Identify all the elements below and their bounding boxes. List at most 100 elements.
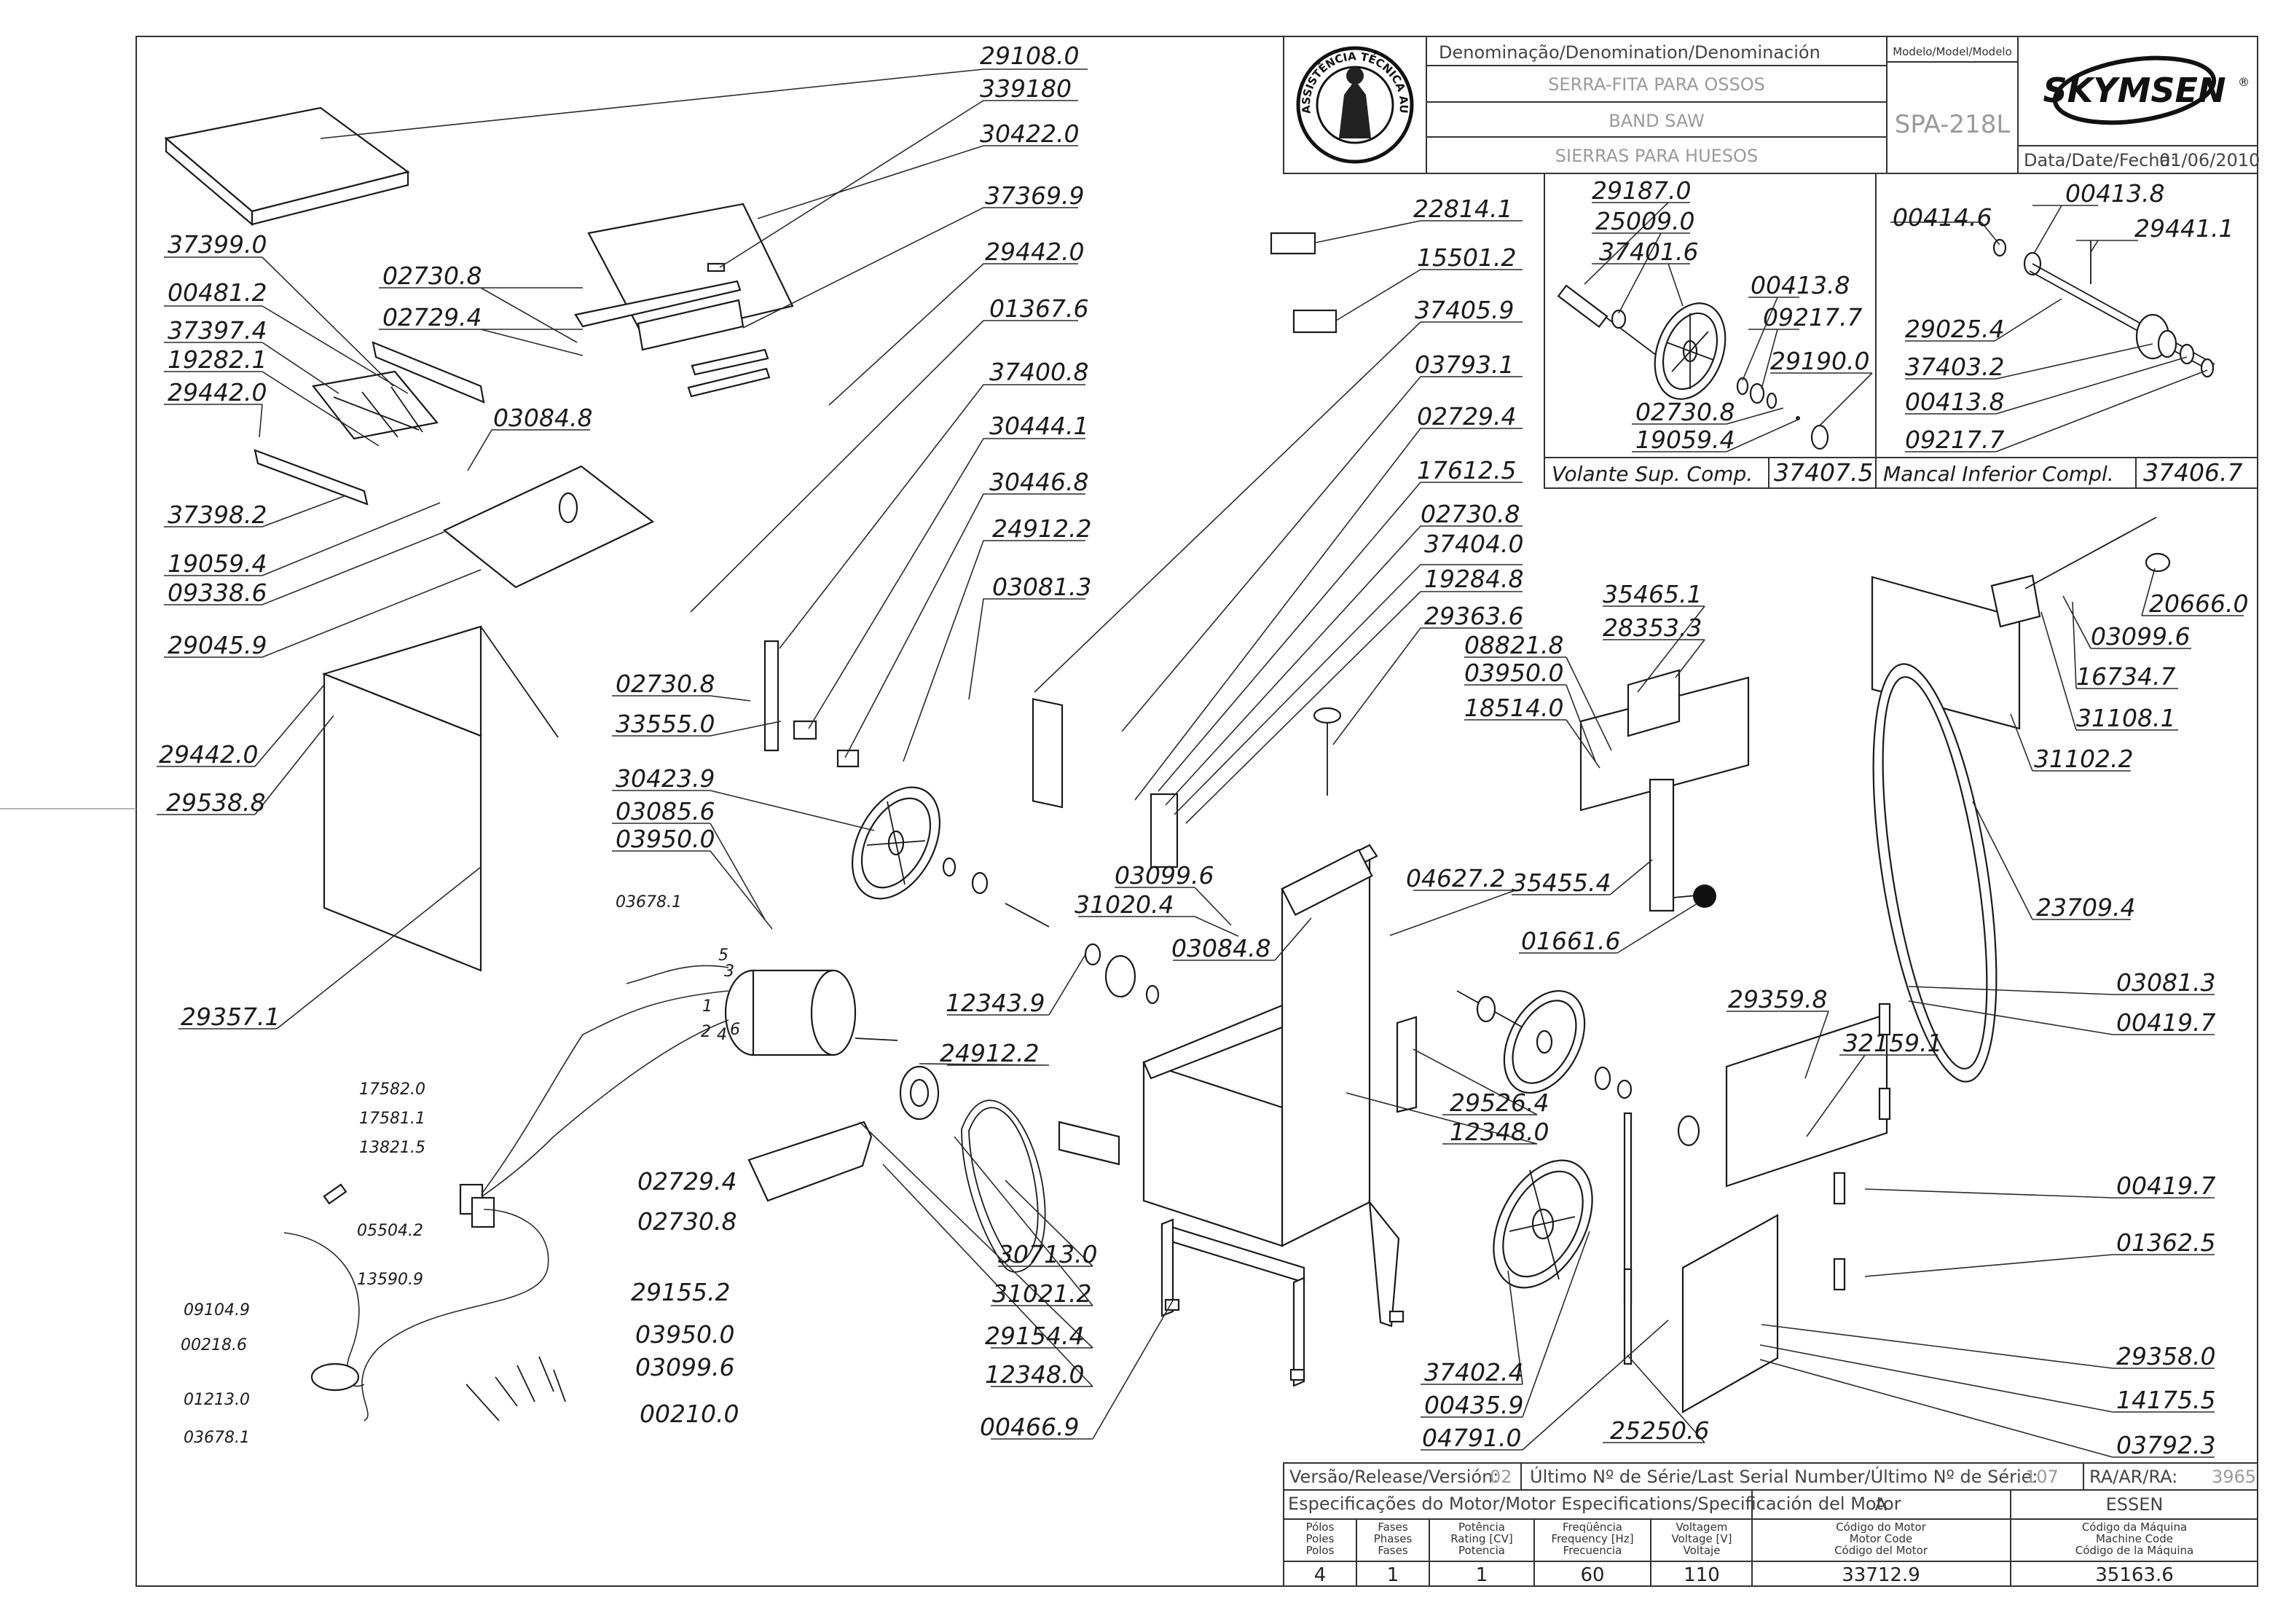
part-label: 03084.8: [1171, 934, 1270, 962]
part-label: 12348.0: [1450, 1118, 1549, 1146]
part-label: 03099.6: [635, 1353, 734, 1381]
part-label: 19284.8: [1424, 565, 1523, 593]
part-label: 00466.9: [980, 1413, 1079, 1441]
part-label: 29538.8: [166, 788, 265, 817]
kit-lower-bearing-code: 37406.7: [2143, 458, 2242, 487]
part-label: 09104.9: [184, 1301, 250, 1319]
part-label: 29155.2: [631, 1278, 730, 1306]
svg-text:3: 3: [724, 962, 734, 981]
serial-value: 107: [2025, 1467, 2059, 1487]
kit-part-label: 37401.6: [1599, 238, 1698, 266]
part-label: 37397.4: [168, 316, 267, 345]
part-label: 05504.2: [357, 1222, 423, 1240]
part-label: 01213.0: [184, 1391, 250, 1409]
kit-part-label: 25009.0: [1595, 207, 1694, 235]
svg-text:Poles: Poles: [1306, 1532, 1335, 1545]
part-label: 35465.1: [1603, 580, 1702, 608]
date-value: 01/06/2010: [2159, 150, 2260, 170]
part-label: 33555.0: [616, 710, 715, 738]
part-label: 04791.0: [1422, 1424, 1521, 1452]
part-label: 16734.7: [2076, 662, 2175, 691]
svg-text:Potencia: Potencia: [1458, 1544, 1505, 1557]
svg-text:Fases: Fases: [1378, 1544, 1407, 1557]
part-label: 30444.1: [989, 412, 1088, 440]
part-label: 02730.8: [382, 262, 482, 290]
part-label: 09338.6: [168, 578, 267, 607]
part-label: 03085.6: [616, 797, 715, 825]
svg-text:1: 1: [702, 997, 712, 1016]
part-label: 37400.8: [989, 358, 1088, 386]
machine-name-pt: SERRA-FITA PARA OSSOS: [1548, 74, 1765, 95]
part-label: 29359.8: [1728, 985, 1827, 1013]
spec-col-frequency: Freqüência Frequency [Hz] Frecuencia 60: [1551, 1521, 1633, 1586]
kit-lower-bearing: Mancal Inferior Compl. 37406.7: [1875, 173, 2258, 489]
denomination-header: Denominação/Denomination/Denominación: [1439, 42, 1820, 63]
version-value: 02: [1490, 1467, 1512, 1487]
part-label: 12343.9: [946, 989, 1045, 1017]
part-label: 00419.7: [2116, 1008, 2215, 1037]
ra-label: RA/AR/RA:: [2089, 1467, 2177, 1487]
svg-text:Voltagem: Voltagem: [1676, 1521, 1728, 1534]
part-label: 22814.1: [1413, 195, 1512, 223]
part-label: 17581.1: [359, 1110, 425, 1128]
kit-lower-bearing-name: Mancal Inferior Compl.: [1883, 462, 2114, 486]
svg-text:Código do Motor: Código do Motor: [1836, 1521, 1926, 1534]
spec-col-machine-code: Código da Máquina Machine Code Código de…: [2075, 1521, 2193, 1586]
svg-text:Código del Motor: Código del Motor: [1834, 1544, 1928, 1557]
svg-text:Frequency [Hz]: Frequency [Hz]: [1551, 1532, 1633, 1545]
part-label: 29154.4: [985, 1322, 1084, 1350]
part-label: 31108.1: [2076, 704, 2175, 732]
part-label: 29357.1: [181, 1003, 280, 1031]
part-label: 17582.0: [359, 1080, 425, 1099]
part-label: 29442.0: [168, 378, 267, 407]
part-label: 37405.9: [1415, 296, 1514, 324]
part-label: 28353.3: [1603, 613, 1702, 642]
kit-upper-wheel-code: 37407.5: [1774, 458, 1873, 487]
svg-text:ASSISTÊNCIA TÉCNICA AUTORIZADA: ASSISTÊNCIA TÉCNICA AUTORIZADA: [0, 0, 1410, 114]
model-header: Modelo/Model/Modelo: [1893, 45, 2012, 58]
drawing-border: [135, 36, 2258, 1587]
svg-text:2: 2: [701, 1023, 711, 1041]
svg-text:Polos: Polos: [1306, 1544, 1335, 1557]
part-label: 29358.0: [2116, 1342, 2215, 1370]
spec-col-phases: Fases Phases Fases 1: [1374, 1521, 1413, 1586]
part-label: 02729.4: [382, 303, 482, 332]
part-label: 37402.4: [1424, 1358, 1523, 1386]
part-label: 02730.8: [637, 1207, 736, 1236]
part-label: 17612.5: [1417, 456, 1516, 485]
version-label: Versão/Release/Versión:: [1289, 1467, 1498, 1487]
ra-value: 3965: [2212, 1467, 2256, 1487]
part-label: 23709.4: [2036, 893, 2135, 922]
spec-col-rating: Potência Rating [CV] Potencia 1: [1450, 1521, 1513, 1586]
part-label: 30422.0: [980, 119, 1079, 148]
part-label: 24912.2: [992, 514, 1091, 543]
svg-text:®: ®: [2238, 75, 2250, 89]
part-label: 35455.4: [1512, 868, 1611, 897]
part-label: 37398.2: [168, 501, 267, 529]
machine-code-value: 35163.6: [2095, 1564, 2174, 1586]
part-label: 15501.2: [1417, 243, 1516, 272]
kit-part-label: 00414.6: [1893, 203, 1992, 232]
svg-text:Freqüência: Freqüência: [1563, 1521, 1622, 1534]
part-label: 31020.4: [1075, 890, 1174, 919]
part-label: 03793.1: [1415, 350, 1514, 379]
part-label: 29526.4: [1450, 1088, 1549, 1117]
motor-wire-numbers: 5 3 1 2 4 6: [701, 946, 740, 1044]
kit-part-label: 00413.8: [1905, 388, 2004, 416]
part-label: 00481.2: [168, 278, 267, 307]
part-label: 03099.6: [2091, 622, 2190, 651]
model-number: SPA-218L: [1895, 110, 2011, 139]
svg-text:Fases: Fases: [1378, 1521, 1407, 1534]
part-label: 32159.1: [1843, 1029, 1942, 1057]
part-label: 30446.8: [989, 468, 1088, 496]
part-label: 00210.0: [640, 1400, 739, 1428]
part-label: 37369.9: [985, 181, 1084, 210]
kit-part-labels: 29187.0 25009.0 37401.6 00413.8 09217.7 …: [1592, 176, 2234, 454]
part-label: 03792.3: [2116, 1431, 2215, 1459]
svg-text:Código de la Máquina: Código de la Máquina: [2075, 1544, 2193, 1557]
part-label: 29363.6: [1424, 602, 1523, 630]
part-label: 02729.4: [637, 1167, 736, 1196]
svg-text:Machine Code: Machine Code: [2096, 1532, 2173, 1545]
kit-upper-wheel-name: Volante Sup. Comp.: [1552, 462, 1753, 486]
part-label: 00435.9: [1424, 1391, 1523, 1419]
